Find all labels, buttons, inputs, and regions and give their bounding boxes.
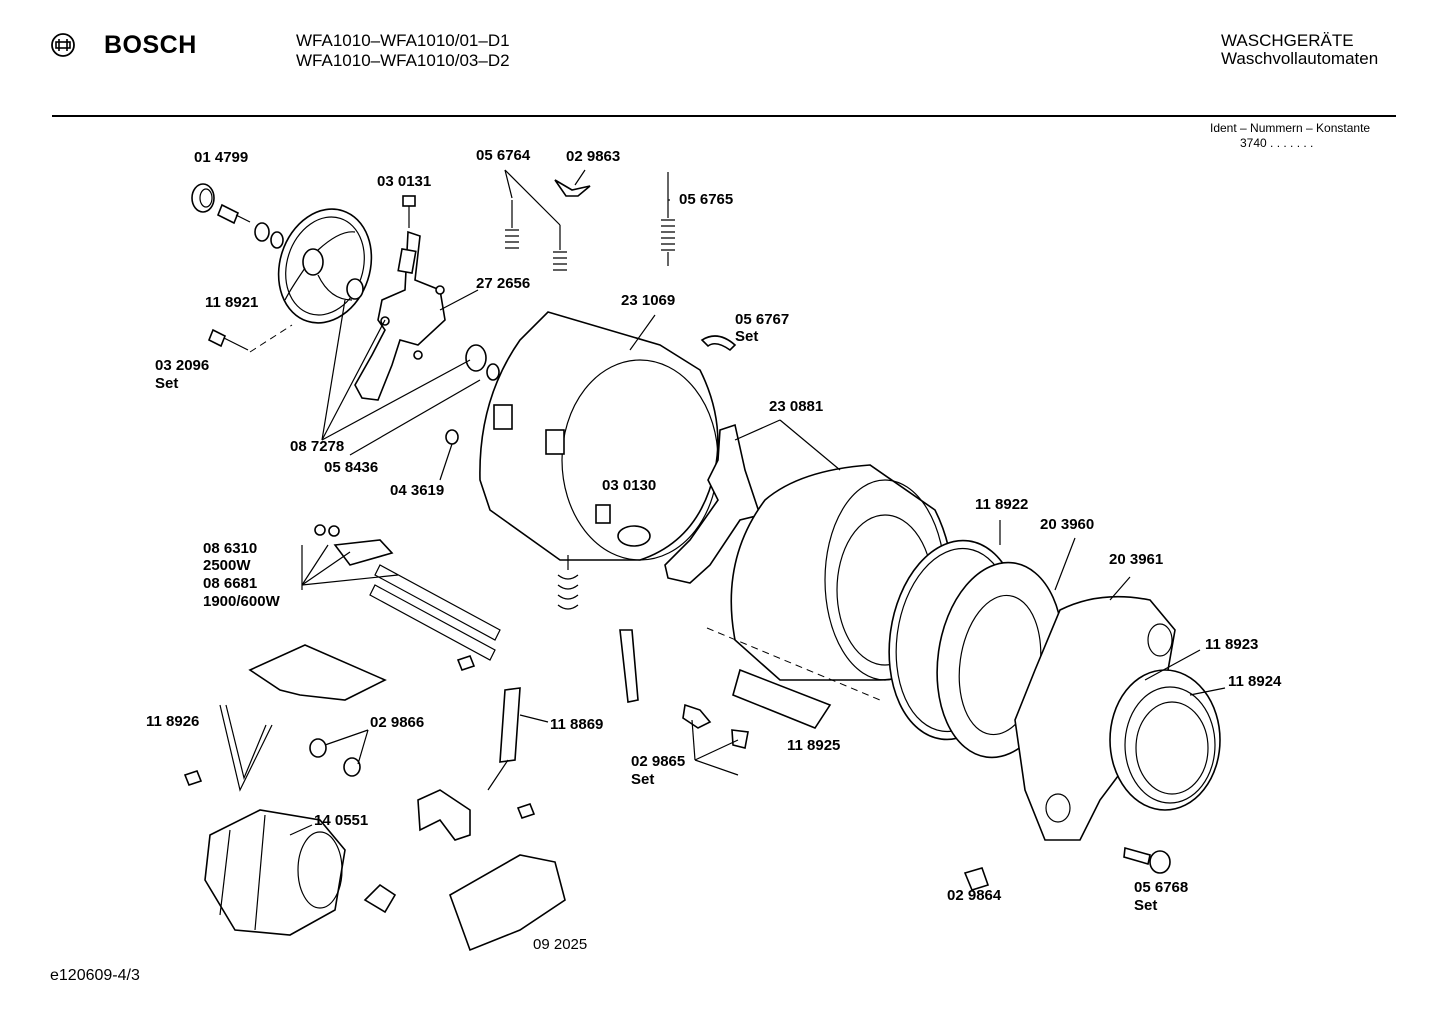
bearing-seal-part [486,363,500,381]
header-rule [52,115,1396,117]
label-056768-set: Set [1134,897,1158,914]
heater-cover-part [248,644,387,701]
label-118926: 11 8926 [146,713,200,730]
label-230881: 23 0881 [769,398,824,415]
brand-name: BOSCH [104,31,197,59]
category-line-1: WASCHGERÄTE [1221,31,1354,50]
label-086310: 08 6310 [203,540,258,557]
label-030131: 03 0131 [377,173,432,190]
door-seal-part [1109,669,1221,811]
screw-part [183,770,203,786]
label-056764: 05 6764 [476,147,531,164]
tub-screw-part [1123,846,1171,874]
bosch-logo-icon [50,32,76,63]
label-118922: 11 8922 [975,496,1029,513]
seal-part [445,429,459,445]
label-092025: 09 2025 [533,936,588,953]
label-056768: 05 6768 [1134,879,1189,896]
control-module-part [449,854,566,952]
label-118924: 11 8924 [1228,673,1282,690]
clip-part [963,867,990,891]
label-086310-watt: 2500W [203,557,251,574]
model-line-2: WFA1010–WFA1010/03–D2 [296,51,510,70]
label-140551: 14 0551 [314,812,369,829]
label-056767-set: Set [735,328,759,345]
drum-spider-part [664,423,762,584]
ident-value: 3740 . . . . . . . [1240,136,1314,150]
label-029863: 02 9863 [566,148,621,165]
drive-belt-part [219,704,273,792]
bearing-part [465,344,487,372]
motor-part [204,809,346,936]
tub-spring-part [557,555,579,610]
model-line-1: WFA1010–WFA1010/01–D1 [296,31,510,50]
label-029864: 02 9864 [947,887,1002,904]
doc-code: e120609-4/3 [50,967,140,984]
category-line-2: Waschvollautomaten [1221,49,1379,68]
damper-bush-part [309,738,327,758]
label-203961: 20 3961 [1109,551,1164,568]
damper-bush-part [343,757,361,777]
label-118925: 11 8925 [787,737,841,754]
springs-part [505,172,675,271]
tub-rear-part [479,311,719,561]
label-043619: 04 3619 [390,482,445,499]
label-118921: 11 8921 [205,294,259,311]
heating-element-part [301,524,501,661]
small-bracket-part [363,883,397,914]
label-056765: 05 6765 [679,191,734,208]
screw-part [516,803,536,819]
label-086681-watt: 1900/600W [203,593,280,610]
label-203960: 20 3960 [1040,516,1095,533]
clamp-part [700,335,737,352]
label-030130: 03 0130 [602,477,657,494]
label-272656: 27 2656 [476,275,531,292]
tub-front-part [1014,595,1176,841]
pulley-screw-part [207,324,293,353]
label-032096-set: Set [155,375,179,392]
pulley-bolt-part [216,203,284,249]
label-058436: 05 8436 [324,459,379,476]
shock-absorber-part [487,629,639,791]
drum-pulley-part [277,208,373,324]
clip-part [554,179,591,197]
label-118869: 11 8869 [550,716,604,733]
cross-screw-part [402,195,416,228]
detergent-box-part [706,627,881,729]
leader-lines [289,169,1226,836]
bearing-ring-part [191,183,215,213]
label-056767: 05 6767 [735,311,790,328]
foot-part [682,703,712,729]
label-086681: 08 6681 [203,575,258,592]
foot-part [731,729,749,749]
screw-part [456,655,476,671]
drum-cross-part [354,230,446,401]
label-118923: 11 8923 [1205,636,1259,653]
label-087278: 08 7278 [290,438,345,455]
label-032096: 03 2096 [155,357,210,374]
label-029865: 02 9865 [631,753,686,770]
label-029865-set: Set [631,771,655,788]
motor-bracket-part [417,789,471,841]
label-231069: 23 1069 [621,292,676,309]
label-014799: 01 4799 [194,149,249,166]
ident-title: Ident – Nummern – Konstante [1210,121,1371,135]
label-029866: 02 9866 [370,714,425,731]
